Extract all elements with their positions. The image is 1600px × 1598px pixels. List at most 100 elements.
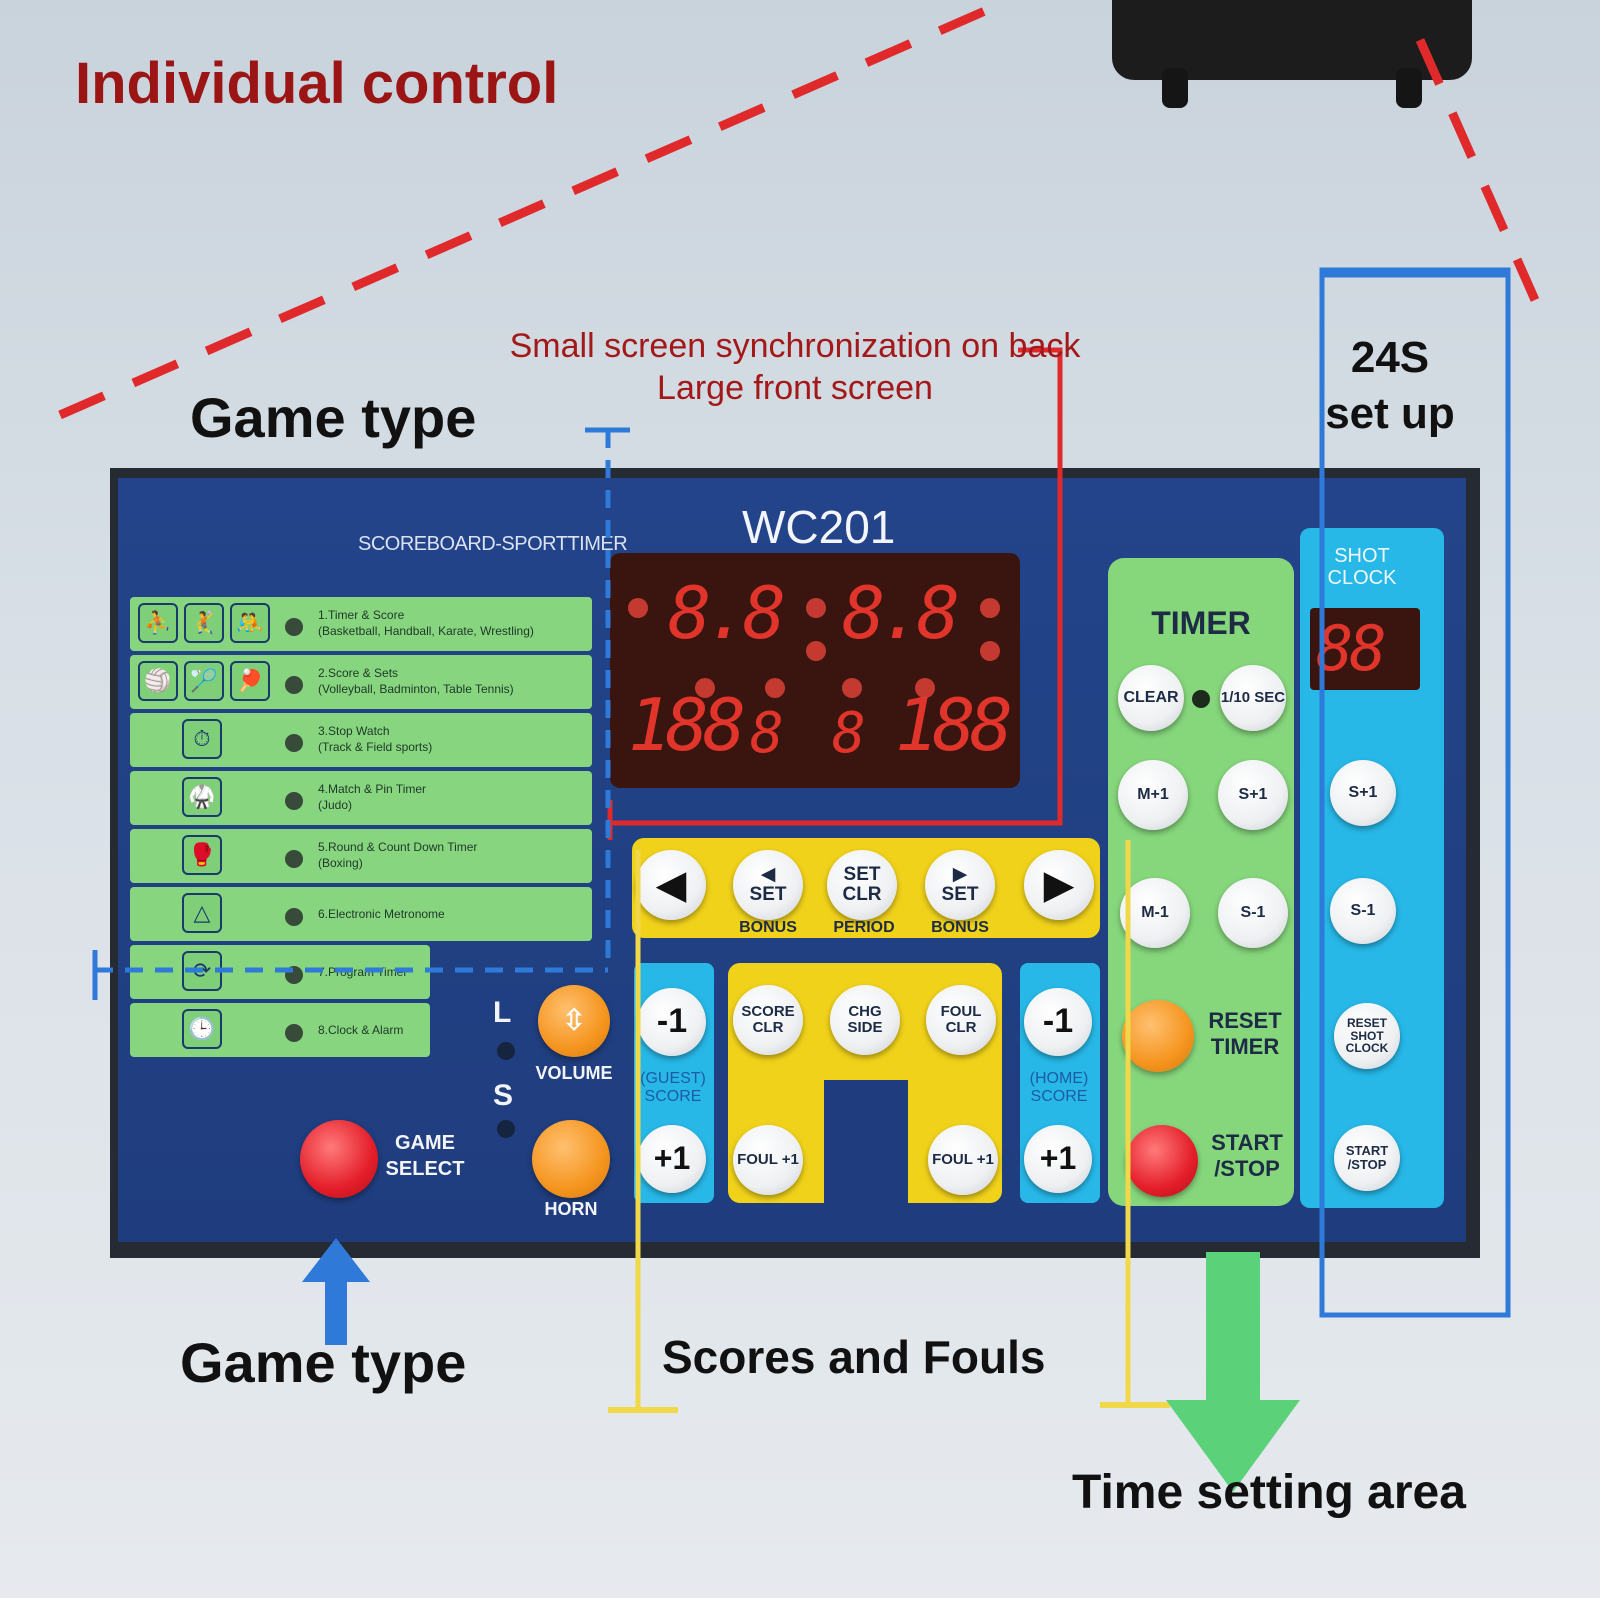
display-dot-led <box>695 678 715 698</box>
bonus-right-label: BONUS <box>931 919 989 936</box>
led-l-label: L <box>493 996 512 1029</box>
led-display: 8.8 8.8 188 8 8 188 <box>610 553 1020 788</box>
display-top-left: 8.8 <box>668 571 786 655</box>
mode-led <box>285 792 303 810</box>
set-clr-button[interactable]: SET CLR <box>827 850 897 920</box>
mode-text: 6.Electronic Metronome <box>318 907 445 921</box>
time-setting-caption: Time setting area <box>1072 1466 1466 1519</box>
display-dot-led <box>806 641 826 661</box>
mode-row-4[interactable]: 🥋 4.Match & Pin Timer(Judo) <box>130 771 592 825</box>
set-bonus-right-button[interactable]: ▶SET <box>925 850 995 920</box>
period-label: PERIOD <box>833 919 895 936</box>
mode-led <box>285 850 303 868</box>
reset-shot-clock-button[interactable]: RESET SHOT CLOCK <box>1334 1003 1400 1069</box>
guest-minus-button[interactable]: -1 <box>638 988 706 1056</box>
led-l <box>497 1042 515 1060</box>
reset-timer-button[interactable] <box>1122 1000 1194 1072</box>
game-select-button[interactable] <box>300 1120 378 1198</box>
scores-fouls-caption: Scores and Fouls <box>662 1331 1046 1383</box>
display-dot-led <box>806 598 826 618</box>
horn-button[interactable] <box>532 1120 610 1198</box>
home-plus-button[interactable]: +1 <box>1024 1125 1092 1193</box>
bonus-left-label: BONUS <box>739 919 797 936</box>
second-plus-button[interactable]: S+1 <box>1218 760 1288 830</box>
volume-button[interactable]: ⇳ <box>538 985 610 1057</box>
stopwatch-icon: ⏱ <box>182 719 222 759</box>
shot-clock-digits: 88 <box>1316 612 1387 685</box>
display-dot-led <box>628 598 648 618</box>
up-down-arrow-icon: ⇳ <box>561 1004 587 1038</box>
shot-start-stop-button[interactable]: START /STOP <box>1334 1125 1400 1191</box>
panel-brand: SCOREBOARD-SPORTTIMER <box>358 533 628 555</box>
mode-row-6[interactable]: △ 6.Electronic Metronome <box>130 887 592 941</box>
display-dot-led <box>765 678 785 698</box>
mode-row-5[interactable]: 🥊 5.Round & Count Down Timer(Boxing) <box>130 829 592 883</box>
basketball-icon: ⛹ <box>138 603 178 643</box>
set-bonus-left-button[interactable]: ◀SET <box>733 850 803 920</box>
mode-text: 5.Round & Count Down Timer(Boxing) <box>318 840 478 870</box>
mode-row-2[interactable]: 🏐 🏸 🏓 2.Score & Sets(Volleyball, Badmint… <box>130 655 592 709</box>
mode-text: 3.Stop Watch(Track & Field sports) <box>318 724 433 754</box>
led-s-label: S <box>493 1079 514 1112</box>
foul-clr-button[interactable]: FOUL CLR <box>926 985 996 1055</box>
clear-button[interactable]: CLEAR <box>1118 665 1184 731</box>
timer-start-stop-button[interactable] <box>1126 1125 1198 1197</box>
scoreboard-device-image <box>1112 0 1472 108</box>
display-dot-led <box>980 641 1000 661</box>
mode-row-3[interactable]: ⏱ 3.Stop Watch(Track & Field sports) <box>130 713 592 767</box>
small-triangle-right-icon: ▶ <box>952 864 968 886</box>
metronome-icon: △ <box>182 893 222 933</box>
minute-minus-button[interactable]: M-1 <box>1120 878 1190 948</box>
mode-text: 2.Score & Sets(Volleyball, Badminton, Ta… <box>318 666 514 696</box>
green-down-arrow <box>1166 1252 1300 1492</box>
mode-text: 1.Timer & Score(Basketball, Handball, Ka… <box>318 608 534 638</box>
timer-title: TIMER <box>1151 605 1251 641</box>
timer-led <box>1192 690 1210 708</box>
game-type-caption-top: Game type <box>190 386 477 449</box>
device-foot <box>1396 68 1422 108</box>
minute-plus-button[interactable]: M+1 <box>1118 760 1188 830</box>
clock-icon: 🕒 <box>182 1009 222 1049</box>
triangle-left-icon: ◀ <box>655 863 687 907</box>
right-arrow-button[interactable]: ▶ <box>1024 850 1094 920</box>
home-score-label: (HOME) SCORE <box>1029 1070 1089 1105</box>
main-caption: Individual control <box>75 51 559 116</box>
mode-led <box>285 676 303 694</box>
mode-led <box>285 734 303 752</box>
chg-side-button[interactable]: CHG SIDE <box>830 985 900 1055</box>
table-tennis-icon: 🏓 <box>230 661 270 701</box>
device-foot <box>1162 68 1188 108</box>
mode-text: 4.Match & Pin Timer(Judo) <box>318 782 427 812</box>
triangle-right-icon: ▶ <box>1043 863 1075 907</box>
display-bottom-mid-left: 8 <box>750 701 784 766</box>
mode-text: 8.Clock & Alarm <box>318 1023 404 1037</box>
display-bottom-right: 188 <box>895 683 1013 767</box>
score-clr-button[interactable]: SCORE CLR <box>733 985 803 1055</box>
game-type-caption-bottom: Game type <box>180 1331 467 1394</box>
handball-icon: 🤾 <box>184 603 224 643</box>
guest-plus-button[interactable]: +1 <box>638 1125 706 1193</box>
shot-clock-title: SHOT CLOCK <box>1327 545 1397 589</box>
left-arrow-button[interactable]: ◀ <box>636 850 706 920</box>
small-triangle-left-icon: ◀ <box>760 864 776 886</box>
foul-plus-left-button[interactable]: FOUL +1 <box>733 1125 803 1195</box>
foul-plus-right-button[interactable]: FOUL +1 <box>928 1125 998 1195</box>
red-dashed-line-right <box>1415 38 1540 302</box>
second-minus-button[interactable]: S-1 <box>1218 878 1288 948</box>
shot-second-plus-button[interactable]: S+1 <box>1330 760 1396 826</box>
display-bottom-left: 188 <box>628 683 746 767</box>
shot-clock-display: 88 <box>1310 608 1420 690</box>
tenth-sec-button[interactable]: 1/10 SEC <box>1220 665 1286 731</box>
guest-score-label: (GUEST) SCORE <box>640 1070 706 1105</box>
home-minus-button[interactable]: -1 <box>1024 988 1092 1056</box>
shot-second-minus-button[interactable]: S-1 <box>1330 878 1396 944</box>
mode-row-1[interactable]: ⛹ 🤾 🤼 1.Timer & Score(Basketball, Handba… <box>130 597 592 651</box>
horn-label: HORN <box>544 1199 598 1219</box>
mode-row-8[interactable]: 🕒 8.Clock & Alarm <box>130 1003 430 1057</box>
game-select-label: GAME SELECT <box>385 1132 465 1180</box>
boxing-icon: 🥊 <box>182 835 222 875</box>
mode-led <box>285 1024 303 1042</box>
wrestling-icon: 🤼 <box>230 603 270 643</box>
